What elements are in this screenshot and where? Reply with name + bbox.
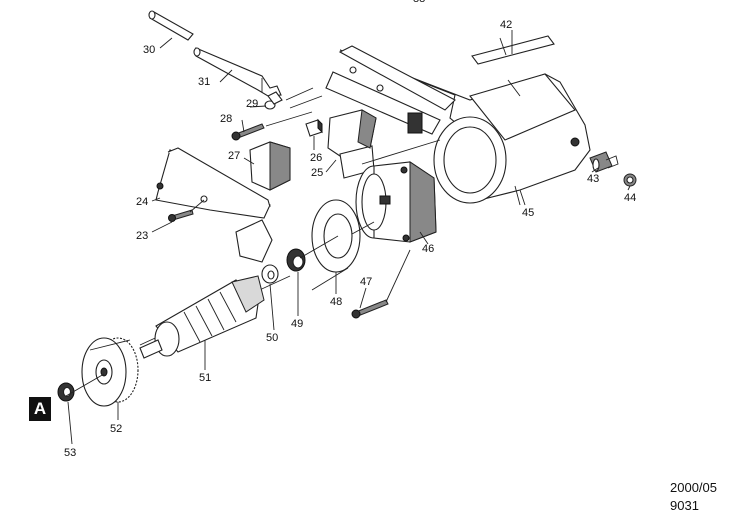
part-51-armature	[139, 275, 291, 359]
label-53: 53	[64, 447, 77, 459]
part-50-insulation-washer	[261, 264, 279, 284]
part-29-strain-relief	[264, 87, 323, 110]
part-46-field-coil	[355, 161, 437, 243]
label-49: 49	[291, 318, 304, 330]
label-52: 52	[110, 423, 123, 435]
label-25: 25	[311, 167, 324, 179]
label-45: 45	[522, 207, 535, 219]
label-24: 24	[136, 196, 149, 208]
view-marker-box	[29, 397, 51, 421]
part-27-switch	[249, 141, 291, 191]
part-26-switch-clip	[305, 118, 323, 137]
part-45-motor-housing	[325, 45, 591, 206]
label-28: 28	[220, 113, 233, 125]
label-44: 44	[624, 192, 637, 204]
view-marker-letter: A	[33, 399, 47, 418]
assembly-lines	[65, 111, 441, 397]
part-23-screw	[168, 209, 194, 222]
label-31: 31	[198, 76, 211, 88]
part-25-terminal-block	[327, 109, 377, 179]
leader-lines	[67, 30, 631, 445]
label-46: 46	[422, 243, 435, 255]
part-53-bearing	[57, 382, 75, 402]
part-28-screw	[231, 123, 265, 141]
part-47-screw	[351, 299, 389, 319]
label-47: 47	[360, 276, 373, 288]
part-31-cord-guard	[193, 47, 282, 97]
part-24-handle-cover	[155, 147, 273, 263]
footer-date: 2000/05	[670, 480, 717, 495]
label-23: 23	[136, 230, 149, 242]
part-43-brush-holder	[589, 151, 619, 173]
label-50: 50	[266, 332, 279, 344]
label-29: 29	[246, 98, 259, 110]
part-52-gear	[81, 337, 139, 407]
label-51: 51	[199, 372, 212, 384]
part-48-baffle-plate	[311, 199, 361, 273]
label-26: 26	[310, 152, 323, 164]
part-49-ball-bearing	[286, 248, 306, 272]
label-27: 27	[228, 150, 241, 162]
label-30: 30	[143, 44, 156, 56]
footer-model: 9031	[670, 498, 699, 513]
part-30-cord	[148, 10, 194, 49]
part-44-carbon-brush	[623, 173, 637, 187]
label-43: 43	[587, 173, 600, 185]
label-42: 42	[500, 19, 513, 31]
label-48: 48	[330, 296, 343, 308]
part-42-label-plate	[471, 35, 555, 65]
top-partial-number: 88	[413, 0, 425, 5]
